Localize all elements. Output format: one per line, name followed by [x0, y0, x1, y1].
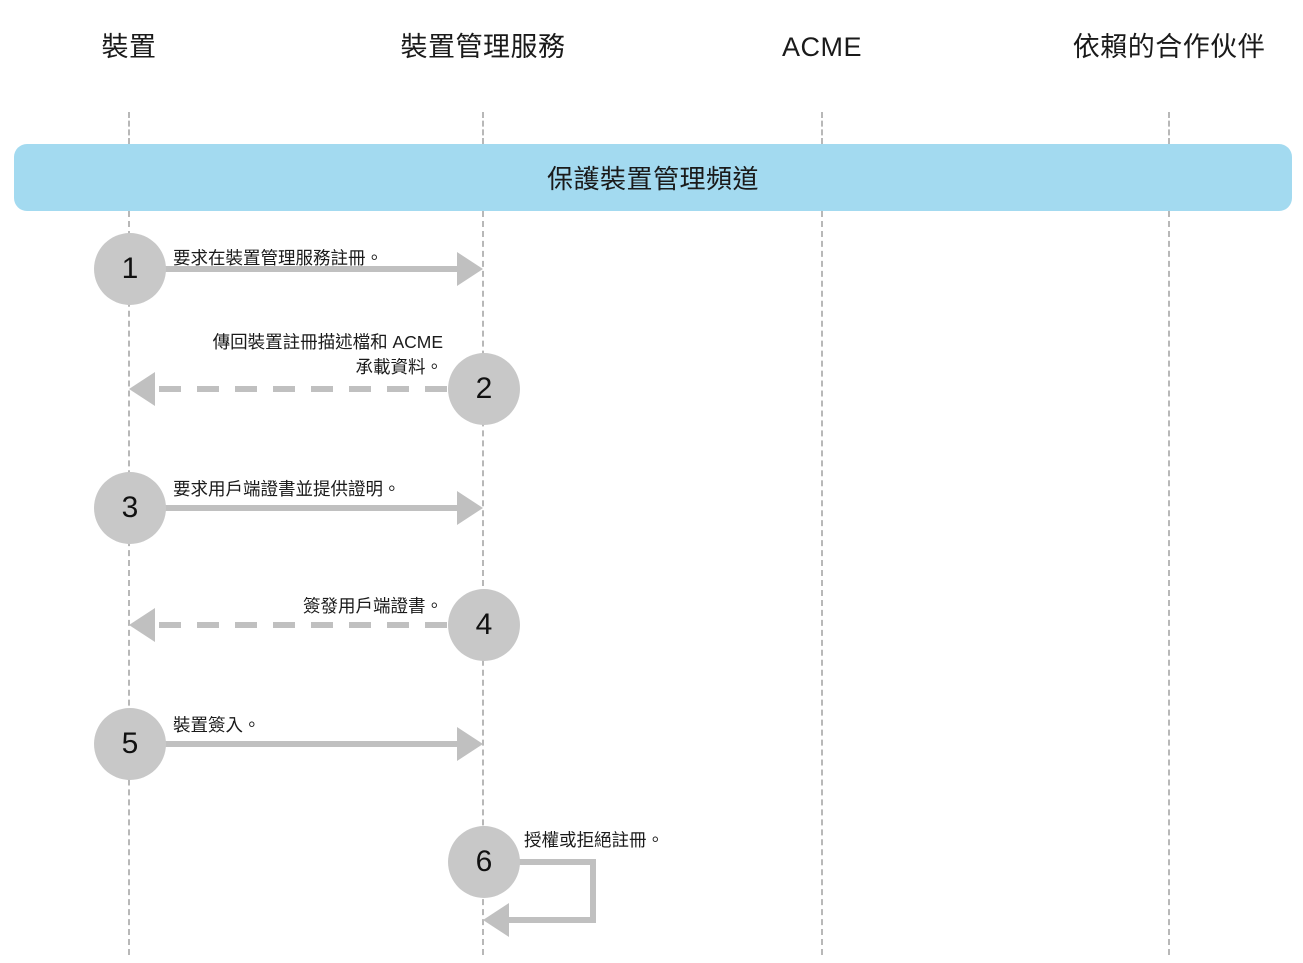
arrowhead-3 — [457, 491, 483, 525]
lifeline-header-relying-partner: 依賴的合作伙伴 — [1072, 32, 1266, 62]
message-label-5: 裝置簽入。 — [173, 715, 261, 735]
lifeline-relying-partner-body — [1168, 211, 1170, 955]
message-label-3: 要求用戶端證書並提供證明。 — [173, 479, 401, 499]
message-6-selfloop — [507, 859, 596, 923]
step-circle-6: 6 — [448, 826, 520, 898]
step-circle-1: 1 — [94, 233, 166, 305]
lifeline-header-acme: ACME — [781, 32, 863, 62]
step-circle-5: 5 — [94, 708, 166, 780]
step-circle-4: 4 — [448, 589, 520, 661]
lifeline-device-top — [128, 112, 130, 144]
arrowhead-6 — [483, 903, 509, 937]
lifeline-acme-body — [821, 211, 823, 955]
lifeline-relying-partner-top — [1168, 112, 1170, 144]
arrowhead-4 — [129, 608, 155, 642]
step-circle-3: 3 — [94, 472, 166, 544]
lifeline-acme-top — [821, 112, 823, 144]
lifeline-header-device-mgmt-svc: 裝置管理服務 — [400, 32, 566, 62]
lifeline-header-device: 裝置 — [101, 32, 157, 62]
message-label-1: 要求在裝置管理服務註冊。 — [173, 248, 383, 268]
message-label-4: 簽發用戶端證書。 — [303, 596, 443, 616]
message-label-6: 授權或拒絕註冊。 — [524, 830, 664, 850]
lifeline-device-mgmt-svc-top — [482, 112, 484, 144]
phase-banner-label: 保護裝置管理頻道 — [546, 164, 759, 194]
lifeline-device-mgmt-svc-body — [482, 211, 484, 955]
message-label-2: 傳回裝置註冊描述檔和 ACME 承載資料。 — [212, 332, 443, 377]
arrowhead-1 — [457, 252, 483, 286]
lifeline-device-body — [128, 211, 130, 955]
arrowhead-5 — [457, 727, 483, 761]
arrowhead-2 — [129, 372, 155, 406]
step-circle-2: 2 — [448, 353, 520, 425]
phase-banner: 保護裝置管理頻道 — [14, 144, 1292, 211]
